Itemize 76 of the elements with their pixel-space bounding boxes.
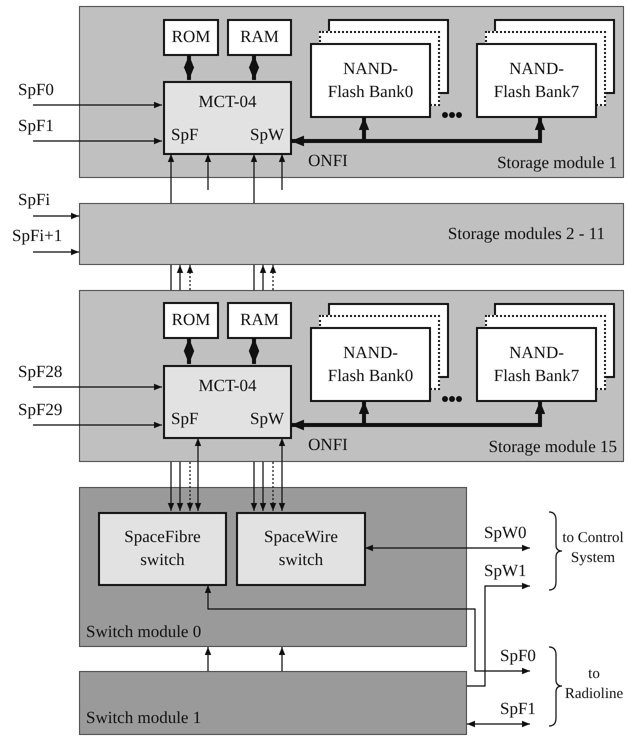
bus-arrow: [184, 338, 194, 364]
signal-label: SpW1: [484, 561, 530, 586]
signal-label: SpF1: [18, 116, 62, 141]
arrow: [467, 720, 530, 728]
bus-arrow: [248, 55, 260, 80]
storage-modules-band: Storage modules 2 - 11: [79, 203, 624, 265]
panel-title: Storage module 1: [497, 153, 617, 173]
port-label: SpW: [250, 408, 284, 430]
arrow: [33, 422, 162, 428]
arrow: [176, 265, 184, 290]
bank-label: NAND-Flash Bank7: [492, 58, 580, 102]
signal-label: SpF28: [18, 362, 68, 387]
arrow: [168, 462, 174, 511]
arrow: [270, 265, 276, 290]
arrow: [278, 154, 286, 190]
controller-box: [163, 81, 292, 155]
arrow: [204, 647, 212, 671]
arrow: [260, 462, 266, 511]
port-label: SpF: [171, 124, 198, 146]
arrow: [204, 585, 530, 674]
arrow: [33, 248, 79, 256]
signal-label: SpF1: [500, 699, 546, 724]
controller-box: [163, 365, 292, 439]
chip-name: MCT-04: [198, 375, 258, 397]
bank-label: NAND-Flash Bank0: [326, 342, 414, 386]
memory-box: ROM: [163, 19, 219, 56]
switch-box: SpaceWire switch: [236, 512, 366, 586]
memory-box: RAM: [227, 302, 292, 339]
bus-label: ONFI: [307, 434, 349, 456]
arrow: [278, 438, 286, 511]
storage-module-panel: [79, 290, 624, 462]
signal-label: SpF29: [18, 400, 68, 425]
port-label: SpF: [171, 408, 198, 430]
panel-title: Switch module 0: [86, 622, 202, 642]
arrow: [250, 462, 258, 511]
chip-name: MCT-04: [198, 91, 258, 113]
arrow: [204, 154, 212, 190]
bank-label: NAND-Flash Bank0: [326, 58, 414, 102]
switch-module-panel: Switch module 1: [79, 671, 467, 735]
flash-bank-stack: [310, 303, 449, 402]
flash-bank-stack: [310, 19, 449, 118]
signal-label: SpW0: [484, 523, 530, 548]
bank-label: NAND-Flash Bank7: [492, 342, 580, 386]
destination-label: to Control System: [561, 529, 625, 568]
bus-arrow: [184, 55, 194, 80]
memory-box: RAM: [227, 19, 292, 56]
arrow: [168, 154, 174, 203]
arrow: [250, 154, 258, 203]
signal-label: SpF0: [500, 646, 546, 671]
arrow: [270, 462, 276, 511]
signal-label: SpFi: [18, 190, 62, 216]
bus-label: ONFI: [307, 150, 349, 172]
memory-box: ROM: [163, 302, 219, 339]
bus-arrow: [248, 338, 260, 364]
arrow: [278, 647, 286, 671]
arrow: [186, 462, 194, 511]
arrow: [365, 544, 530, 552]
flash-bank-stack: [476, 303, 615, 402]
arrow: [33, 212, 79, 220]
arrow: [260, 265, 266, 290]
destination-label: to Radioline: [564, 665, 624, 704]
port-label: SpW: [250, 124, 284, 146]
signal-label: SpF0: [18, 80, 62, 105]
storage-module-panel: [79, 6, 624, 178]
flash-bank-stack: [476, 19, 615, 118]
arrow: [33, 384, 162, 390]
switch-module-panel: [79, 487, 467, 647]
arrow: [467, 582, 530, 687]
arrow: [33, 138, 162, 144]
switch-box: SpaceFibre switch: [98, 512, 227, 586]
panel-title: Storage module 15: [488, 437, 617, 457]
arrow: [33, 102, 162, 108]
arrow: [194, 438, 202, 511]
arrow: [186, 265, 194, 290]
signal-label: SpFi+1: [12, 226, 66, 252]
arrow: [176, 462, 184, 511]
